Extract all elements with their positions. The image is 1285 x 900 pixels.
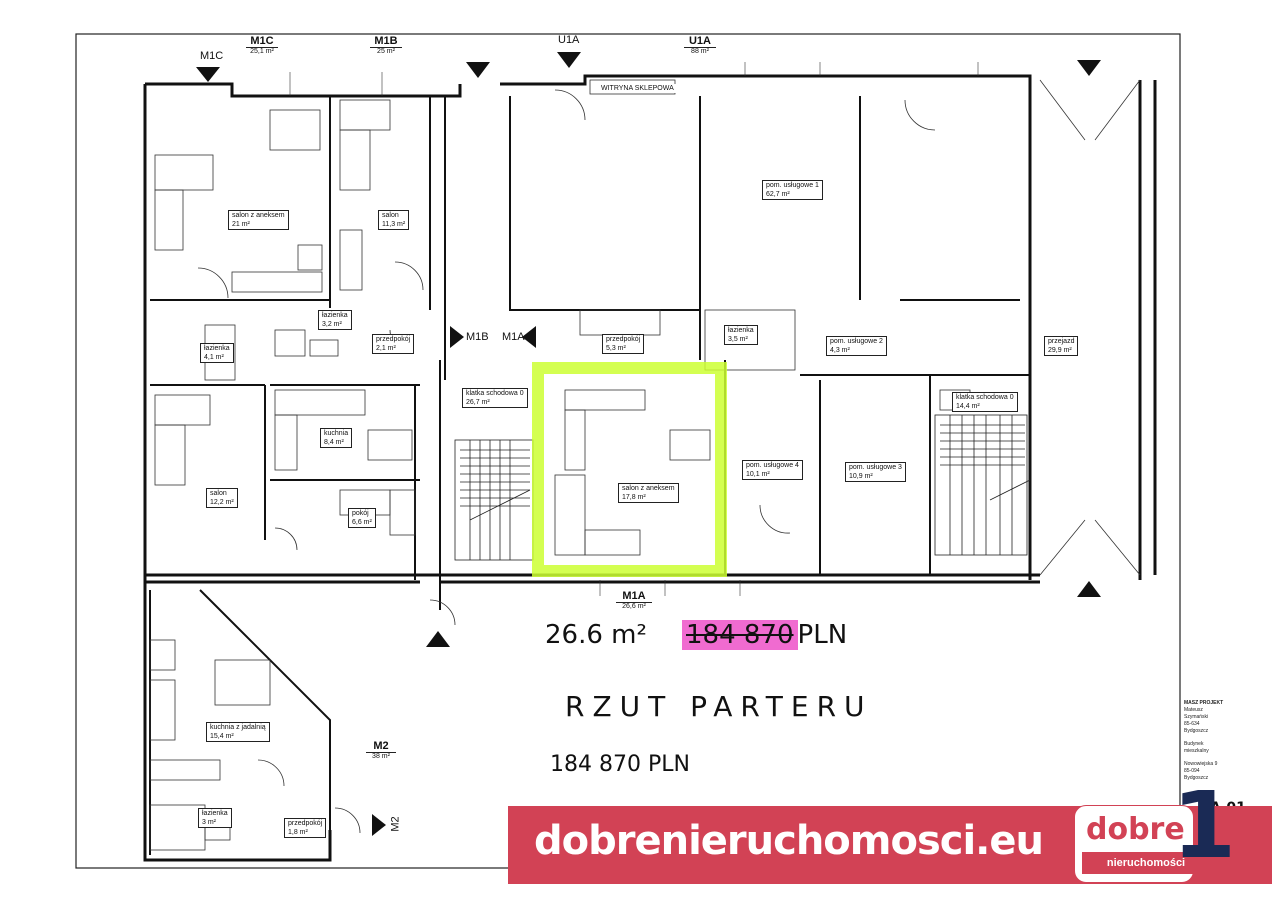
entry-label-m1b: M1B <box>466 331 489 343</box>
outer-walls <box>143 74 1157 862</box>
highlighted-unit-outline <box>532 362 727 577</box>
handwritten-price: 184 870 PLN <box>550 752 690 777</box>
logo-subtitle: nieruchomości <box>1082 852 1210 874</box>
logo-digit: 1 <box>1172 772 1237 879</box>
stairs-left <box>454 439 534 561</box>
entrance-arrows <box>196 52 1101 836</box>
handwritten-area: 26.6 m² <box>545 620 647 650</box>
plan-title: RZUT PARTERU <box>565 690 873 723</box>
entry-label-m1a: M1A <box>502 331 525 343</box>
door-swings <box>197 79 1141 834</box>
entry-label-u1a: U1A <box>558 34 580 46</box>
title-block: MASZ PROJEKT Mateusz Szymański 85-634 By… <box>1184 700 1224 781</box>
dimension-marks <box>289 62 979 596</box>
shop-window-label: WITRYNA SKLEPOWA <box>598 84 677 93</box>
agency-website[interactable]: dobrenieruchomosci.eu <box>534 818 1044 864</box>
entry-label-m1c: M1C <box>200 50 224 62</box>
logo-word: dobre <box>1086 812 1185 847</box>
entry-label-m2: M2 <box>389 816 402 832</box>
stairs-right <box>934 414 1031 556</box>
